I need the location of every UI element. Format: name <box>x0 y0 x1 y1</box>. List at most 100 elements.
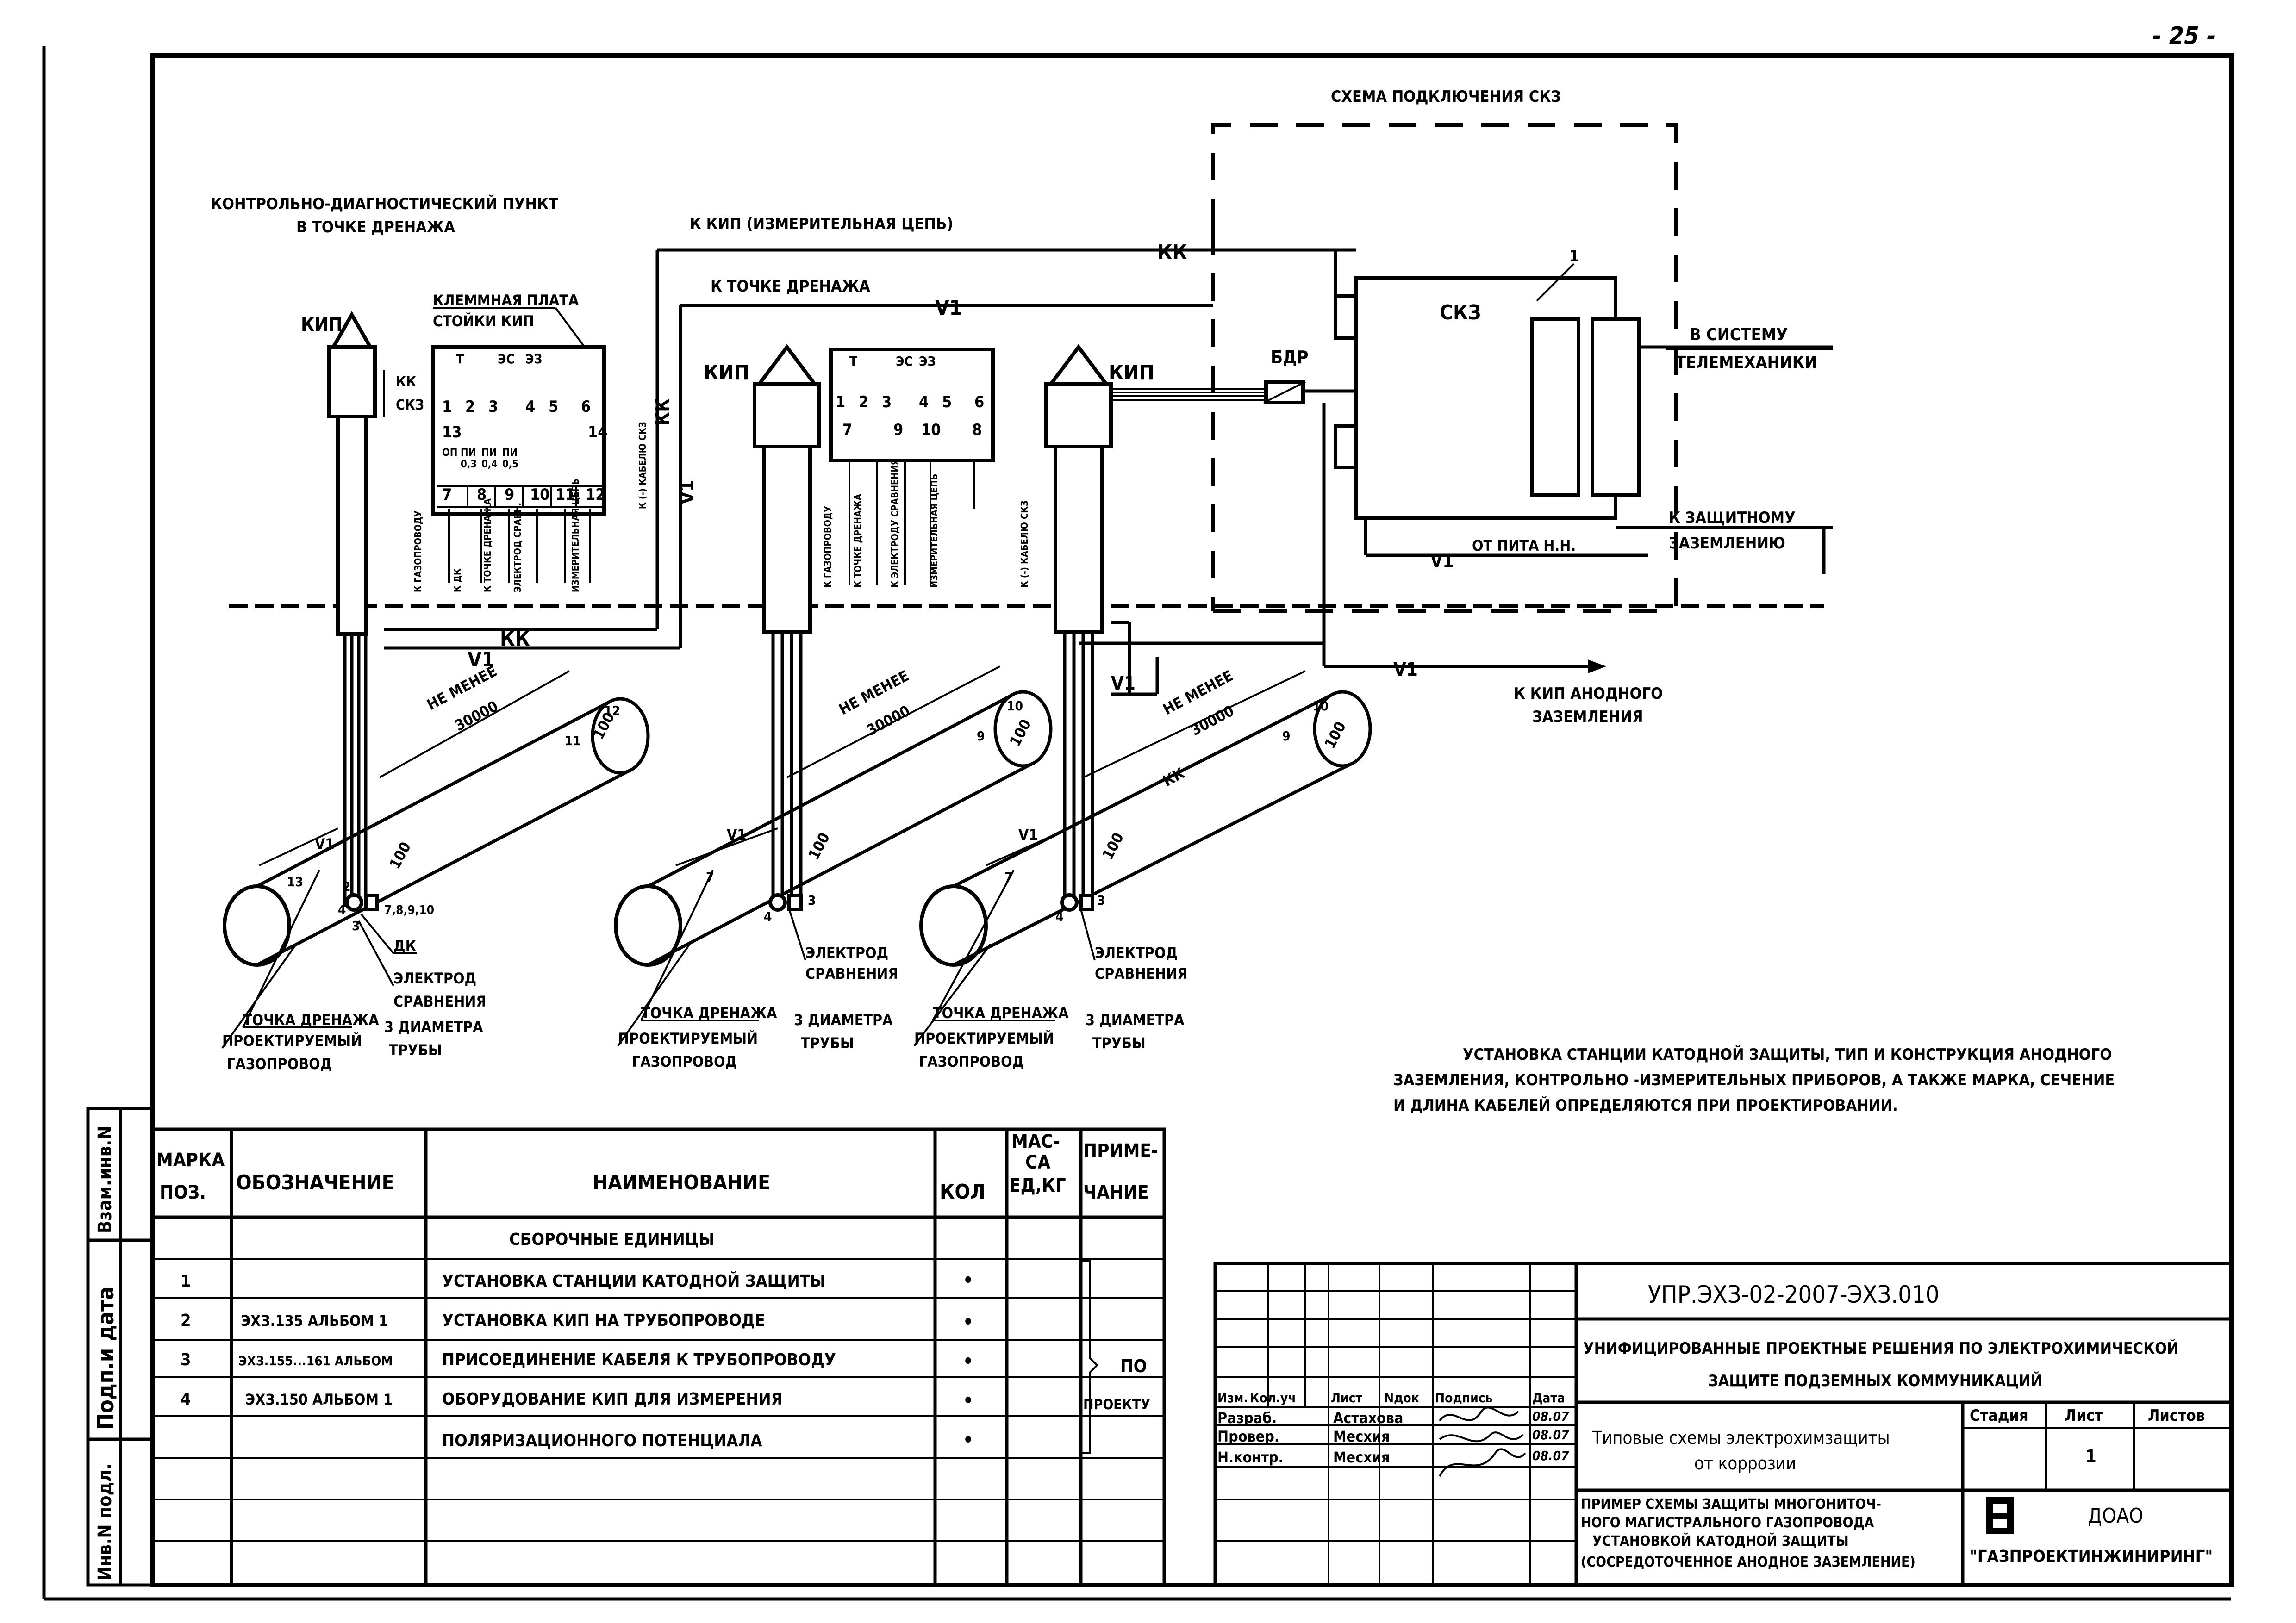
svg-text:13: 13 <box>287 874 303 889</box>
svg-text:Изм.: Изм. <box>1217 1390 1248 1405</box>
svg-text:К ДК: К ДК <box>452 568 463 592</box>
sheet-number: - 25 - <box>2152 22 2216 50</box>
telemech-label-2: ТЕЛЕМЕХАНИКИ <box>1676 353 1817 372</box>
svg-text:ГАЗОПРОВОД: ГАЗОПРОВОД <box>632 1053 737 1070</box>
svg-text:ЭЛЕКТРОД СРАВН.: ЭЛЕКТРОД СРАВН. <box>512 503 523 592</box>
svg-text:Дата: Дата <box>1532 1390 1565 1405</box>
svg-text:Типовые схемы электрохимзащиты: Типовые схемы электрохимзащиты <box>1592 1428 1890 1448</box>
pipeline-3 <box>919 690 1372 967</box>
title-block: УПР.ЭХЗ-02-2007-ЭХЗ.010 УНИФИЦИРОВАННЫЕ … <box>1213 1262 2233 1587</box>
v1-kip3: V1 <box>1111 673 1136 694</box>
svg-text:8: 8 <box>477 485 487 504</box>
svg-text:СА: СА <box>1025 1152 1050 1173</box>
svg-text:Стадия: Стадия <box>1970 1406 2028 1425</box>
svg-text:10: 10 <box>1007 698 1023 714</box>
svg-text:10: 10 <box>1312 698 1329 714</box>
svg-text:100: 100 <box>805 830 834 863</box>
svg-text:3 ДИАМЕТРА: 3 ДИАМЕТРА <box>1086 1011 1185 1029</box>
side-stamp: Инв.N подл. Подп.и дата Взам.инв.N <box>86 1107 155 1587</box>
svg-text:1: 1 <box>2085 1446 2096 1467</box>
contacts: 243 7,8,9,10 43 43 <box>338 879 1105 933</box>
svg-text:ЭЗ: ЭЗ <box>919 354 936 369</box>
kip-2-label: КИП <box>704 361 749 385</box>
terminal-board-label-2: СТОЙКИ КИП <box>433 312 534 330</box>
svg-text:ЗАЩИТЕ ПОДЗЕМНЫХ КОММУНИКАЦИЙ: ЗАЩИТЕ ПОДЗЕМНЫХ КОММУНИКАЦИЙ <box>1708 1371 2042 1390</box>
callouts-2: ЭЛЕКТРОД СРАВНЕНИЯ 3 ДИАМЕТРА ТРУБЫ ТОЧК… <box>617 870 898 1070</box>
svg-text:Лист: Лист <box>2065 1406 2103 1425</box>
svg-text:12: 12 <box>604 703 620 718</box>
v1-label-bottom: V1 <box>468 648 494 672</box>
svg-text:ПРОЕКТИРУЕМЫЙ: ПРОЕКТИРУЕМЫЙ <box>618 1030 758 1047</box>
svg-text:ТРУБЫ: ТРУБЫ <box>801 1034 854 1052</box>
svg-text:Т: Т <box>849 354 858 369</box>
svg-text:•: • <box>963 1312 973 1333</box>
svg-text:ПРОЕКТИРУЕМЫЙ: ПРОЕКТИРУЕМЫЙ <box>222 1032 362 1050</box>
svg-text:СРАВНЕНИЯ: СРАВНЕНИЯ <box>393 993 487 1010</box>
svg-text:08.07: 08.07 <box>1532 1448 1569 1463</box>
svg-text:ИЗМЕРИТЕЛЬНАЯ ЦЕПЬ: ИЗМЕРИТЕЛЬНАЯ ЦЕПЬ <box>929 474 940 588</box>
to-drain-label: К ТОЧКЕ ДРЕНАЖА <box>711 277 870 296</box>
svg-text:КОЛ: КОЛ <box>940 1180 986 1204</box>
svg-text:ОП: ОП <box>442 447 457 459</box>
svg-text:9: 9 <box>977 728 985 744</box>
kip-1-label: КИП <box>301 314 343 336</box>
svg-text:100: 100 <box>1321 719 1350 752</box>
svg-text:•: • <box>963 1430 973 1451</box>
svg-text:Подп.и дата: Подп.и дата <box>93 1287 119 1430</box>
kk-label-top: КК <box>1157 241 1187 264</box>
svg-text:СБОРОЧНЫЕ ЕДИНИЦЫ: СБОРОЧНЫЕ ЕДИНИЦЫ <box>509 1230 714 1249</box>
svg-text:ГАЗОПРОВОД: ГАЗОПРОВОД <box>227 1055 332 1073</box>
skz-label: СКЗ <box>1440 301 1481 324</box>
svg-text:2: 2 <box>859 393 868 411</box>
svg-text:ЭЛЕКТРОД: ЭЛЕКТРОД <box>805 944 888 962</box>
svg-text:2: 2 <box>343 879 351 894</box>
svg-text:4: 4 <box>764 909 772 924</box>
svg-text:Н.контр.: Н.контр. <box>1217 1449 1283 1466</box>
svg-text:1: 1 <box>1569 247 1579 266</box>
svg-text:ОБОРУДОВАНИЕ КИП ДЛЯ ИЗМЕРЕНИЯ: ОБОРУДОВАНИЕ КИП ДЛЯ ИЗМЕРЕНИЯ <box>442 1390 783 1409</box>
svg-text:ЭХЗ.150 АЛЬБОМ 1: ЭХЗ.150 АЛЬБОМ 1 <box>245 1391 393 1408</box>
svg-text:3 ДИАМЕТРА: 3 ДИАМЕТРА <box>794 1011 893 1029</box>
sheet-frame <box>42 46 2234 1601</box>
svg-text:12: 12 <box>586 485 605 504</box>
kk-rot-label: КК <box>652 398 674 426</box>
svg-text:1: 1 <box>442 398 452 416</box>
svg-text:(СОСРЕДОТОЧЕННОЕ АНОДНОЕ ЗАЗЕМ: (СОСРЕДОТОЧЕННОЕ АНОДНОЕ ЗАЗЕМЛЕНИЕ) <box>1581 1554 1915 1570</box>
to-anode-1: К КИП АНОДНОГО <box>1514 684 1663 703</box>
kip-1: КИП КК СКЗ <box>301 311 424 907</box>
svg-text:V1: V1 <box>1018 826 1038 844</box>
svg-text:ТОЧКА ДРЕНАЖА: ТОЧКА ДРЕНАЖА <box>243 1011 379 1029</box>
svg-text:08.07: 08.07 <box>1532 1427 1569 1443</box>
svg-text:6: 6 <box>974 393 984 411</box>
svg-text:5: 5 <box>942 393 952 411</box>
svg-text:ПРОЕКТИРУЕМЫЙ: ПРОЕКТИРУЕМЫЙ <box>914 1030 1054 1047</box>
svg-text:УСТАНОВКА КИП НА ТРУБОПРОВОДЕ: УСТАНОВКА КИП НА ТРУБОПРОВОДЕ <box>442 1311 765 1330</box>
v1-label-top: V1 <box>935 296 962 320</box>
svg-text:К (-) КАБЕЛЮ СКЗ: К (-) КАБЕЛЮ СКЗ <box>637 422 648 509</box>
bdr-label: БДР <box>1271 347 1309 367</box>
svg-text:"ГАЗПРОЕКТИНЖИНИРИНГ": "ГАЗПРОЕКТИНЖИНИРИНГ" <box>1970 1547 2213 1566</box>
svg-text:К ТОЧКЕ ДРЕНАЖА: К ТОЧКЕ ДРЕНАЖА <box>482 498 493 592</box>
svg-text:10: 10 <box>921 421 941 439</box>
svg-text:ЭС: ЭС <box>498 351 515 367</box>
spec-table: МАРКА ПОЗ. ОБОЗНАЧЕНИЕ НАИМЕНОВАНИЕ КОЛ … <box>151 1127 1166 1587</box>
svg-text:ЕД,КГ: ЕД,КГ <box>1009 1175 1066 1196</box>
svg-text:Взам.инв.N: Взам.инв.N <box>94 1126 116 1233</box>
svg-text:Инв.N подл.: Инв.N подл. <box>94 1463 116 1580</box>
svg-text:V1: V1 <box>315 835 334 853</box>
svg-text:ОБОЗНАЧЕНИЕ: ОБОЗНАЧЕНИЕ <box>236 1171 394 1194</box>
svg-text:ЭЛЕКТРОД: ЭЛЕКТРОД <box>1095 944 1178 962</box>
kip-3-label: КИП <box>1109 361 1154 385</box>
svg-text:Провер.: Провер. <box>1217 1428 1279 1445</box>
from-power-label: ОТ ПИТА Н.Н. <box>1472 537 1576 554</box>
svg-text:14: 14 <box>588 423 608 442</box>
svg-text:ТОЧКА ДРЕНАЖА: ТОЧКА ДРЕНАЖА <box>933 1004 1069 1022</box>
svg-text:13: 13 <box>442 423 462 442</box>
to-ground-1: К ЗАЩИТНОМУ <box>1669 509 1796 527</box>
v1-anode: V1 <box>1393 659 1418 680</box>
svg-text:100: 100 <box>1099 830 1128 863</box>
svg-text:МАС-: МАС- <box>1011 1131 1060 1152</box>
svg-text:ПРИМЕР СХЕМЫ ЗАЩИТЫ МНОГОНИТОЧ: ПРИМЕР СХЕМЫ ЗАЩИТЫ МНОГОНИТОЧ- <box>1581 1496 1881 1512</box>
